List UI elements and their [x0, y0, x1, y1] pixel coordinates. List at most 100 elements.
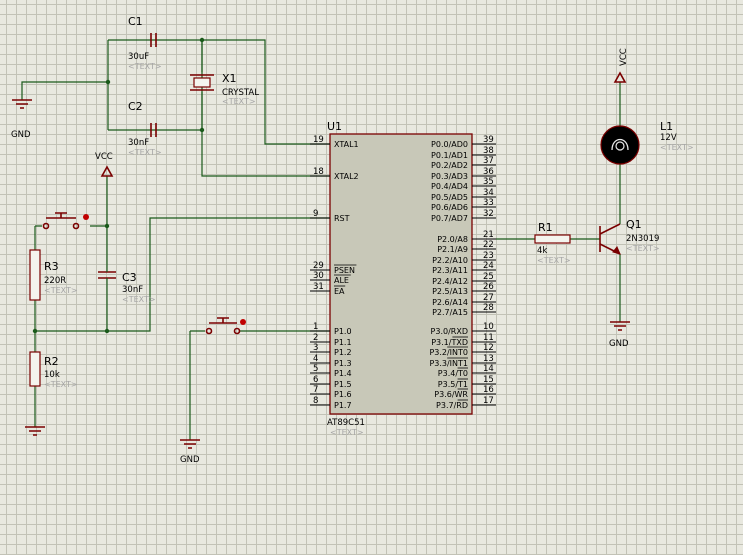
- pin-number: 1: [313, 322, 318, 332]
- pin-name: P3.6/WR: [434, 390, 468, 399]
- capacitor-c3[interactable]: C3 30nF <TEXT>: [98, 248, 156, 304]
- pin-name: P3.2/INT0: [429, 348, 468, 357]
- c1-value-label: 30uF: [128, 52, 149, 62]
- u1-ref-label: U1: [327, 120, 342, 133]
- pin-name: P2.1/A9: [437, 245, 468, 254]
- p1-push-button[interactable]: [205, 317, 247, 335]
- pin-number: 21: [483, 230, 494, 240]
- c1-ref-label: C1: [128, 15, 143, 28]
- pin-number: 15: [483, 375, 494, 385]
- r2-text-placeholder: <TEXT>: [44, 380, 78, 389]
- capacitor-c2[interactable]: C2 30nF <TEXT>: [128, 100, 162, 157]
- pin-name: P1.0: [334, 327, 352, 336]
- pin-name: P1.1: [334, 338, 352, 347]
- c3-text-placeholder: <TEXT>: [122, 295, 156, 304]
- junction-dot: [104, 328, 110, 334]
- pin-number: 4: [313, 354, 318, 364]
- pin-number: 10: [483, 322, 494, 332]
- c2-value-label: 30nF: [128, 138, 149, 148]
- pin-name: P3.4/T0: [438, 369, 468, 378]
- pin-name: P1.5: [334, 380, 352, 389]
- pin-name: P0.1/AD1: [431, 151, 468, 160]
- q1-value-label: 2N3019: [626, 234, 659, 244]
- wires: [21, 39, 621, 440]
- pin-name: P2.2/A10: [432, 256, 468, 265]
- pin-name: P0.6/AD6: [431, 203, 468, 212]
- crystal-x1[interactable]: X1 CRYSTAL <TEXT>: [190, 72, 259, 106]
- resistor-r3[interactable]: R3 220R <TEXT>: [29, 249, 78, 301]
- pin-number: 14: [483, 364, 494, 374]
- x1-ref-label: X1: [222, 72, 237, 85]
- resistor-r2[interactable]: R2 10k <TEXT>: [29, 351, 78, 389]
- vcc-symbol-2: VCC: [613, 48, 629, 83]
- u1-text-placeholder: <TEXT>: [330, 428, 364, 437]
- capacitor-c1[interactable]: C1 30uF <TEXT>: [128, 15, 162, 71]
- resistor-r1[interactable]: R1 4k <TEXT>: [534, 221, 571, 265]
- r1-ref-label: R1: [538, 221, 553, 234]
- pin-number: 32: [483, 209, 494, 219]
- reset-push-button[interactable]: [42, 212, 90, 230]
- pin-name: P3.1/TXD: [431, 338, 468, 347]
- pin-name: P1.2: [334, 348, 352, 357]
- x1-text-placeholder: <TEXT>: [222, 97, 256, 106]
- pin-name: P2.0/A8: [437, 235, 468, 244]
- junction-dot: [199, 127, 205, 133]
- pin-number: 9: [313, 209, 318, 219]
- pin-number: 6: [313, 375, 318, 385]
- junction-dots: [32, 37, 205, 334]
- pin-number: 36: [483, 167, 494, 177]
- pin-number: 25: [483, 272, 494, 282]
- pin-number: 11: [483, 333, 494, 343]
- pin-name: P1.3: [334, 359, 352, 368]
- pin-number: 28: [483, 303, 494, 313]
- transistor-q1[interactable]: Q1 2N3019 <TEXT>: [599, 218, 660, 255]
- pin-number: 26: [483, 282, 494, 292]
- pin-number: 5: [313, 364, 318, 374]
- pin-number: 18: [313, 167, 324, 177]
- pin-name: PSEN: [334, 266, 355, 275]
- pin-name: P3.7/RD: [436, 401, 468, 410]
- lamp-l1[interactable]: L1 12V <TEXT>: [600, 120, 694, 165]
- pin-number: 35: [483, 177, 494, 187]
